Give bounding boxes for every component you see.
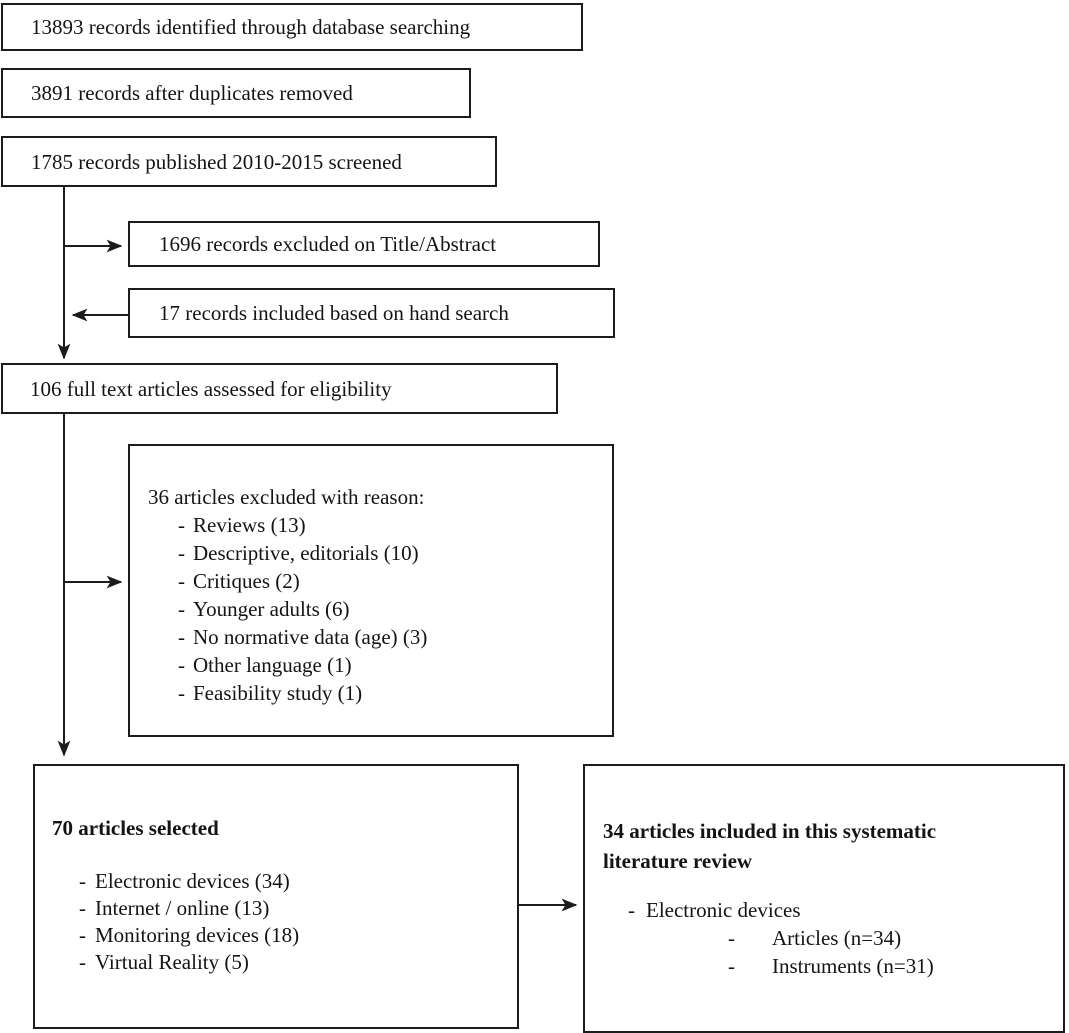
list-item-text: Internet / online (13) [95, 896, 270, 920]
list-item: - Reviews (13) [178, 511, 604, 539]
list-item: - Descriptive, editorials (10) [178, 539, 604, 567]
hand-search-included-text: 17 records included based on hand search [159, 301, 509, 325]
bullet-dash: - [79, 923, 86, 947]
list-item-text: No normative data (age) (3) [193, 625, 428, 649]
list-item-text: Younger adults (6) [193, 597, 350, 621]
list-item: - Electronic devices (34) [79, 868, 509, 895]
records-identified-box: 13893 records identified through databas… [1, 3, 583, 51]
records-screened-text: 1785 records published 2010-2015 screene… [31, 149, 402, 174]
bullet-dash: - [79, 896, 86, 920]
list-item: - Internet / online (13) [79, 895, 509, 922]
bullet-dash: - [79, 869, 86, 893]
articles-selected-list: - Electronic devices (34) - Internet / o… [52, 868, 509, 976]
duplicates-removed-box: 3891 records after duplicates removed [1, 68, 471, 118]
articles-selected-title: 70 articles selected [52, 816, 219, 840]
bullet-dash: - [728, 954, 735, 978]
list-item-text: Descriptive, editorials (10) [193, 541, 419, 565]
articles-included-box: 34 articles included in this systematic … [583, 764, 1065, 1033]
list-item: - Monitoring devices (18) [79, 922, 509, 949]
bullet-dash: - [178, 681, 185, 705]
list-item: - Critiques (2) [178, 567, 604, 595]
bullet-dash: - [728, 926, 735, 950]
list-item-text: Reviews (13) [193, 513, 306, 537]
articles-included-title-line2: literature review [603, 849, 753, 873]
list-item-text: Other language (1) [193, 653, 352, 677]
list-item-text: Monitoring devices (18) [95, 923, 300, 947]
duplicates-removed-text: 3891 records after duplicates removed [31, 81, 353, 105]
list-item: - Feasibility study (1) [178, 679, 604, 707]
records-identified-text: 13893 records identified through databas… [31, 15, 471, 39]
list-item: - Other language (1) [178, 651, 604, 679]
articles-selected-box: 70 articles selected - Electronic device… [33, 764, 519, 1029]
bullet-dash: - [628, 898, 635, 922]
list-subitem: - Articles (n=34) [728, 924, 1055, 952]
list-item: - No normative data (age) (3) [178, 623, 604, 651]
hand-search-included-box: 17 records included based on hand search [128, 288, 615, 338]
list-item-text: Electronic devices (34) [95, 869, 290, 893]
bullet-dash: - [178, 541, 185, 565]
list-item: - Electronic devices [628, 896, 1055, 924]
excluded-reasons-list: - Reviews (13) - Descriptive, editorials… [148, 511, 604, 707]
excluded-title-abstract-box: 1696 records excluded on Title/Abstract [128, 221, 600, 267]
list-subitem-text: Articles (n=34) [772, 926, 902, 950]
excluded-reasons-title: 36 articles excluded with reason: [148, 485, 425, 509]
list-subitem-text: Instruments (n=31) [772, 954, 934, 978]
bullet-dash: - [79, 950, 86, 974]
list-item-text: Electronic devices [646, 898, 801, 922]
list-item: - Virtual Reality (5) [79, 949, 509, 976]
articles-included-list: - Electronic devices - Articles (n=34) -… [603, 896, 1055, 980]
bullet-dash: - [178, 569, 185, 593]
list-item-text: Critiques (2) [193, 569, 300, 593]
bullet-dash: - [178, 653, 185, 677]
bullet-dash: - [178, 625, 185, 649]
excluded-title-abstract-text: 1696 records excluded on Title/Abstract [159, 232, 497, 256]
full-text-assessed-box: 106 full text articles assessed for elig… [1, 363, 558, 414]
articles-included-title-line1: 34 articles included in this systematic [603, 819, 937, 843]
list-subitem: - Instruments (n=31) [728, 952, 1055, 980]
list-item: - Younger adults (6) [178, 595, 604, 623]
records-screened-box: 1785 records published 2010-2015 screene… [1, 136, 497, 187]
bullet-dash: - [178, 513, 185, 537]
list-item-text: Virtual Reality (5) [95, 950, 249, 974]
excluded-reasons-box: 36 articles excluded with reason: - Revi… [128, 444, 614, 737]
bullet-dash: - [178, 597, 185, 621]
full-text-assessed-text: 106 full text articles assessed for elig… [30, 376, 392, 401]
list-item-text: Feasibility study (1) [193, 681, 363, 705]
